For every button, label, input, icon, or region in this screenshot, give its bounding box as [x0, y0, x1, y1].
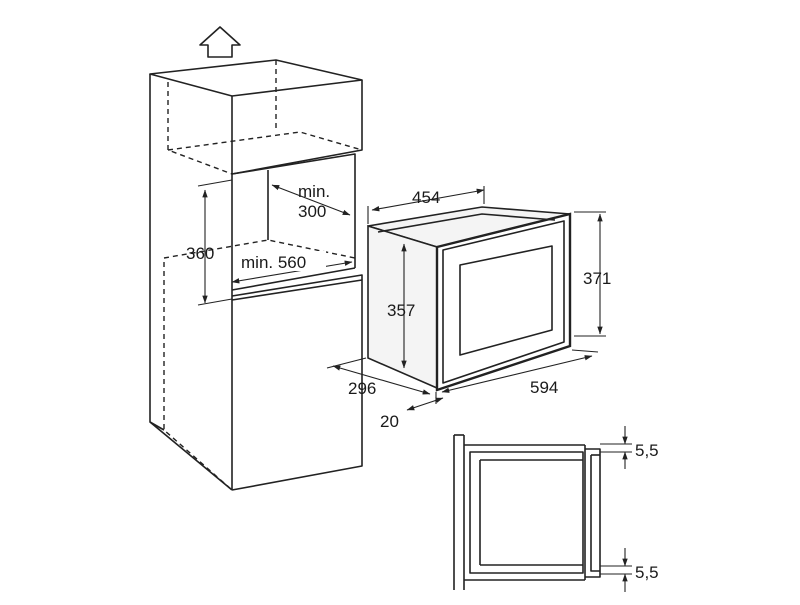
dim-oven-width: 594 — [530, 378, 558, 397]
dim-door-depth: 296 — [348, 379, 376, 398]
dim-oven-depth: 454 — [412, 188, 440, 207]
dim-gap-top: 5,5 — [635, 441, 659, 460]
dim-niche-height: 360 — [186, 244, 214, 263]
tall-cabinet — [149, 59, 363, 491]
dim-gap-bottom: 5,5 — [635, 563, 659, 582]
dim-niche-depth-label: min. — [298, 182, 330, 201]
dim-oven-height: 357 — [387, 301, 415, 320]
dim-niche-width: min. 560 — [241, 253, 306, 272]
dim-oven-total-height: 371 — [583, 269, 611, 288]
dim-frame-depth: 20 — [380, 412, 399, 431]
arrow-up-outline-icon — [199, 26, 241, 58]
oven-unit — [367, 206, 572, 392]
dim-niche-depth-value: 300 — [298, 202, 326, 221]
side-section-view — [453, 434, 601, 590]
